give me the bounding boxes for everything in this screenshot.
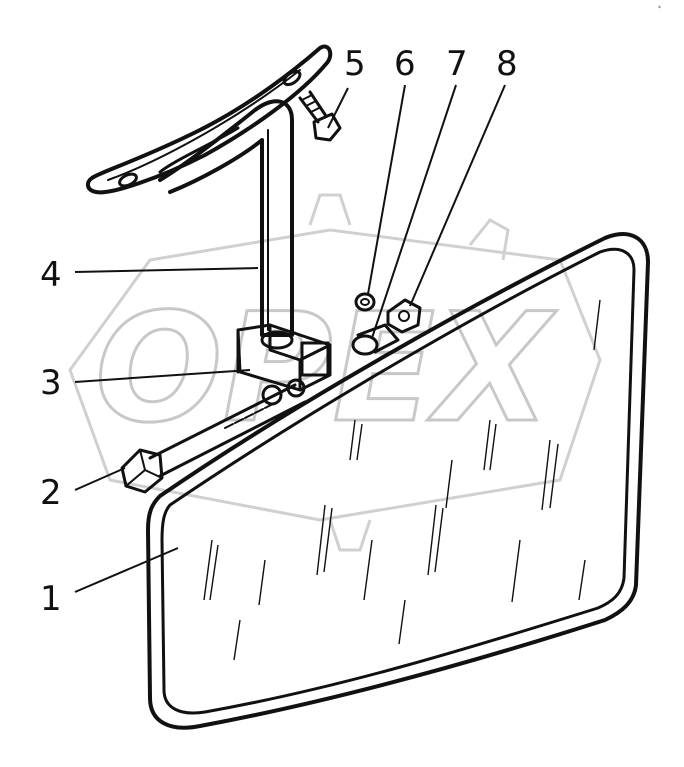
callout-8: 8 [496,44,518,84]
callout-5: 5 [344,44,366,84]
mirror-glass-reflection-lines [203,299,601,661]
callout-1: 1 [40,579,62,619]
callout-4: 4 [40,255,62,295]
part-4-stem [158,99,294,337]
leader-1 [74,547,179,593]
corner-mark: * [658,5,661,12]
leader-5 [327,87,349,129]
leader-6 [367,84,406,295]
leader-3 [74,369,251,383]
leader-8 [409,84,506,307]
callouts: 1 2 3 4 5 6 7 8 [40,44,518,619]
watermark-gear [68,193,602,552]
callout-3: 3 [40,363,62,403]
callout-6: 6 [394,44,416,84]
part-5-screw [298,90,342,142]
leader-7 [371,84,457,339]
part-6-washer [354,292,376,312]
part-8-nut [386,298,422,334]
callout-7: 7 [446,44,468,84]
part-2-bolt [120,378,307,494]
leader-4 [74,267,259,273]
part-7-pivot [351,323,400,356]
leader-2 [74,467,126,491]
callout-2: 2 [40,473,62,513]
leader-lines [74,84,506,593]
part-3-clamp-block [236,323,332,392]
part-1-mirror [146,232,650,730]
mounting-plate [85,44,333,195]
watermark-text: OPEX [95,282,557,456]
watermark: OPEX [68,193,602,552]
